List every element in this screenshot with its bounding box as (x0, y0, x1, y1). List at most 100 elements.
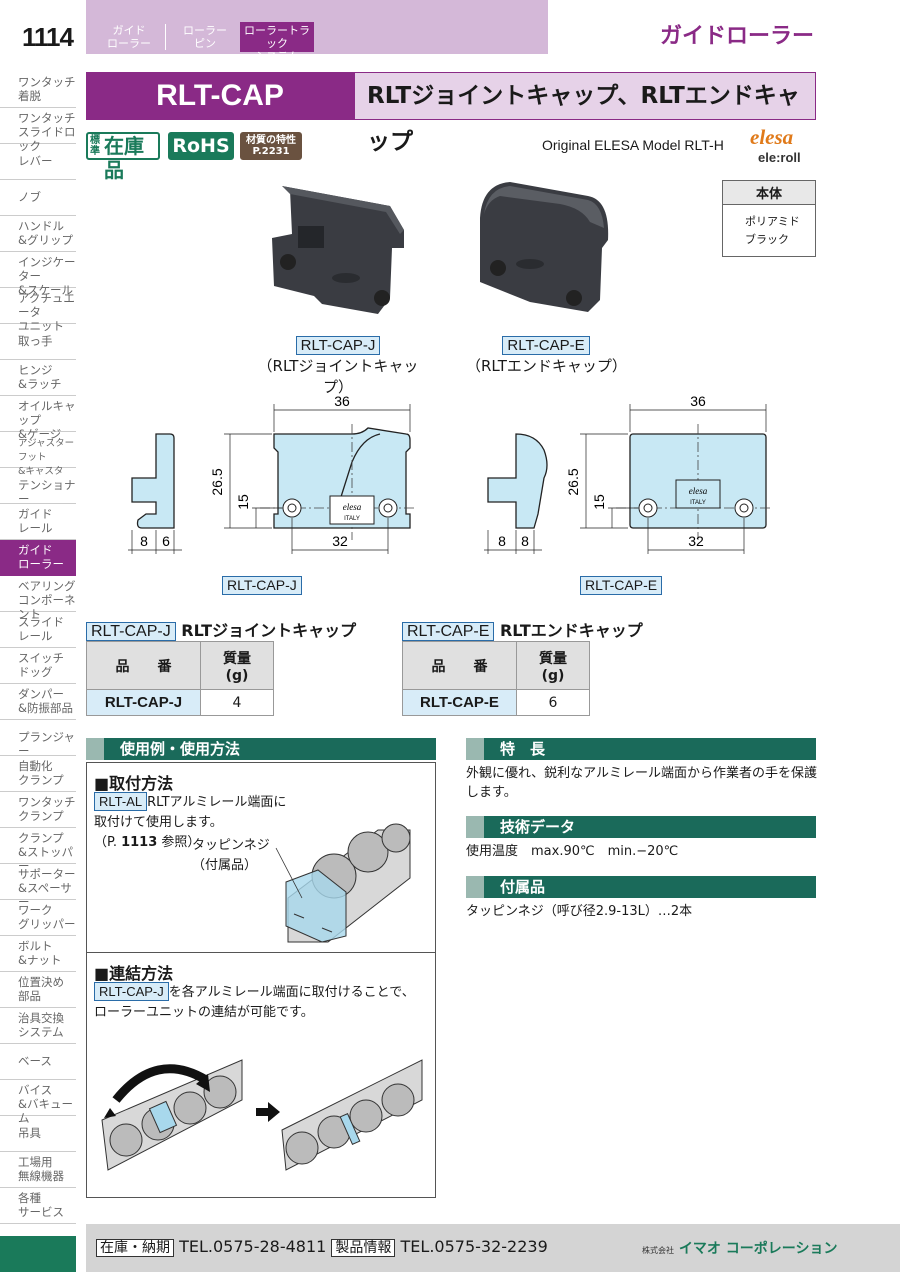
sidebar: ワンタッチ 着脱ワンタッチ スライドロックレバーノブハンドル &グリップインジケ… (0, 72, 76, 1224)
stock-label: 在庫・納期 (96, 1239, 174, 1257)
sidebar-item[interactable]: ワンタッチ スライドロック (0, 108, 76, 153)
drawing-e-mark: elesa (689, 486, 708, 496)
sidebar-item[interactable]: オイルキャップ &ゲージ (0, 396, 76, 441)
material-badge[interactable]: 材質の特性 P.2231 (240, 132, 302, 160)
drawing-e-side1: 8 (498, 533, 506, 549)
product-photo-joint-cap (272, 186, 404, 314)
drawing-e-width: 36 (690, 393, 706, 409)
sidebar-item[interactable]: ボルト &ナット (0, 936, 76, 972)
company-prefix: 株式会社 (642, 1246, 674, 1255)
photo-code-end[interactable]: RLT-CAP-E (502, 336, 590, 355)
photo-name-joint: （RLTジョイントキャップ） (257, 357, 419, 396)
mount-code[interactable]: RLT-AL (94, 792, 148, 811)
sidebar-item[interactable]: ワーク グリッパー (0, 900, 76, 936)
drawing-label-e: RLT-CAP-E (580, 576, 663, 595)
sidebar-item[interactable]: ハンドル &グリップ (0, 216, 76, 252)
sidebar-item[interactable]: ワンタッチ 着脱 (0, 72, 76, 108)
drawing-e-bottom: 32 (688, 533, 704, 549)
original-model: Original ELESA Model RLT-H (542, 137, 724, 153)
table-j-code[interactable]: RLT-CAP-J (86, 622, 176, 641)
photo-caption-joint: RLT-CAP-J （RLTジョイントキャップ） (250, 336, 426, 397)
mount-title: ■取付方法 (94, 774, 174, 793)
sidebar-item[interactable]: クランプ &ストッパー (0, 828, 76, 873)
tab-roller-pin[interactable]: ローラー ピン (168, 22, 242, 52)
sidebar-item-label: アジャスター フット &キャスタ (18, 438, 75, 477)
sidebar-item[interactable]: スイッチ ドッグ (0, 648, 76, 684)
sidebar-item-label: ダンパー &防振部品 (18, 687, 73, 715)
sidebar-item[interactable]: 自動化 クランプ (0, 756, 76, 792)
mount-illustration (275, 823, 411, 943)
sidebar-item[interactable]: ガイド ローラー (0, 540, 76, 576)
sidebar-item[interactable]: バイス &バキューム (0, 1080, 76, 1125)
accessories-text: タッピンネジ（呼び径2.9-13L）…2本 (466, 904, 693, 919)
sidebar-item[interactable]: 位置決め 部品 (0, 972, 76, 1008)
tab-roller-track-system[interactable]: ローラートラック システム (240, 22, 314, 63)
material-badge-line1: 材質の特性 (246, 135, 296, 146)
sidebar-item[interactable]: ノブ (0, 180, 76, 216)
table-j: 品 番 質量(g) RLT-CAP-J 4 (86, 641, 274, 716)
table-e-code[interactable]: RLT-CAP-E (402, 622, 495, 641)
sidebar-item[interactable]: スライド レール (0, 612, 76, 648)
connect-code[interactable]: RLT-CAP-J (94, 982, 169, 1001)
table-j-col-mass-l1: 質量 (223, 650, 251, 667)
sidebar-item-label: 位置決め 部品 (18, 975, 64, 1003)
sidebar-item-label: バイス &バキューム (18, 1083, 73, 1125)
screw-label: タッピンネジ （付属品） (192, 836, 270, 876)
sidebar-item-label: 吊具 (18, 1126, 41, 1140)
table-j-title: RLTジョイントキャップ (181, 621, 357, 640)
drawing-e-code[interactable]: RLT-CAP-E (580, 576, 663, 595)
info-tel[interactable]: TEL.0575-32-2239 (400, 1237, 548, 1256)
sidebar-item[interactable]: 各種 サービス (0, 1188, 76, 1224)
table-e: 品 番 質量(g) RLT-CAP-E 6 (402, 641, 590, 716)
body-table-header: 本体 (722, 180, 816, 205)
sidebar-item-label: スイッチ ドッグ (18, 651, 64, 679)
sidebar-item[interactable]: テンショナー (0, 468, 76, 506)
sidebar-item-label: ワンタッチ クランプ (18, 795, 76, 823)
drawing-j-code[interactable]: RLT-CAP-J (222, 576, 302, 595)
sidebar-item[interactable]: ヒンジ &ラッチ (0, 360, 76, 396)
sidebar-item[interactable]: 取っ手 (0, 324, 76, 360)
technical-header: 技術データ (466, 816, 816, 838)
sidebar-item[interactable]: 吊具 (0, 1116, 76, 1152)
sidebar-item[interactable]: プランジャー (0, 720, 76, 758)
logo-text: elesa (750, 125, 793, 149)
sidebar-item[interactable]: 工場用 無線機器 (0, 1152, 76, 1188)
drawing-j-mark: elesa (343, 502, 362, 512)
tab-guide-roller[interactable]: ガイド ローラー (92, 22, 166, 52)
mount-text2: 取付けて使用します。 (94, 815, 223, 830)
sidebar-item[interactable]: アジャスター フット &キャスタ (0, 432, 76, 477)
material-badge-line2: P.2231 (252, 146, 290, 157)
sidebar-item-label: ベアリング コンポーネント (18, 579, 76, 621)
footer-contacts: 在庫・納期 TEL.0575-28-4811 製品情報 TEL.0575-32-… (96, 1237, 548, 1257)
sidebar-item[interactable]: サポーター &スペーサー (0, 864, 76, 909)
info-label: 製品情報 (331, 1239, 396, 1257)
sidebar-item-label: スライド レール (18, 615, 64, 643)
sidebar-item[interactable]: ガイド レール (0, 504, 76, 540)
sidebar-item[interactable]: レバー (0, 144, 76, 180)
product-photo-end-cap (480, 182, 609, 312)
mount-ref-prefix: （P. (94, 835, 122, 850)
mount-ref-suffix: 参照） (157, 835, 201, 850)
page-category: ガイドローラー (659, 24, 814, 49)
sidebar-item[interactable]: 治具交換 システム (0, 1008, 76, 1044)
mount-ref-page[interactable]: 1113 (121, 835, 158, 850)
technical-text: 使用温度 max.90℃ min.−20℃ (466, 844, 679, 859)
stock-tel[interactable]: TEL.0575-28-4811 (179, 1237, 327, 1256)
sidebar-item[interactable]: ベース (0, 1044, 76, 1080)
sidebar-item-label: 各種 サービス (18, 1191, 64, 1219)
sidebar-item-label: アクチュエータ ユニット (18, 291, 75, 333)
logo-subtext: ele:roll (758, 150, 801, 165)
drawing-j-bottom: 32 (332, 533, 348, 549)
connect-text2: ローラーユニットの連結が可能です。 (94, 1005, 314, 1020)
photo-code-joint[interactable]: RLT-CAP-J (295, 336, 381, 355)
footer: 在庫・納期 TEL.0575-28-4811 製品情報 TEL.0575-32-… (86, 1224, 900, 1272)
sidebar-item[interactable]: インジケーター &スケール (0, 252, 76, 297)
table-j-heading: RLT-CAP-J RLTジョイントキャップ (86, 617, 356, 641)
drawing-j-hole: 15 (235, 494, 251, 510)
sidebar-item-label: ガイド レール (18, 507, 53, 535)
table-j-row-mass: 4 (200, 689, 274, 716)
sidebar-item[interactable]: ベアリング コンポーネント (0, 576, 76, 621)
sidebar-item[interactable]: ダンパー &防振部品 (0, 684, 76, 720)
sidebar-item[interactable]: アクチュエータ ユニット (0, 288, 76, 333)
sidebar-item[interactable]: ワンタッチ クランプ (0, 792, 76, 828)
